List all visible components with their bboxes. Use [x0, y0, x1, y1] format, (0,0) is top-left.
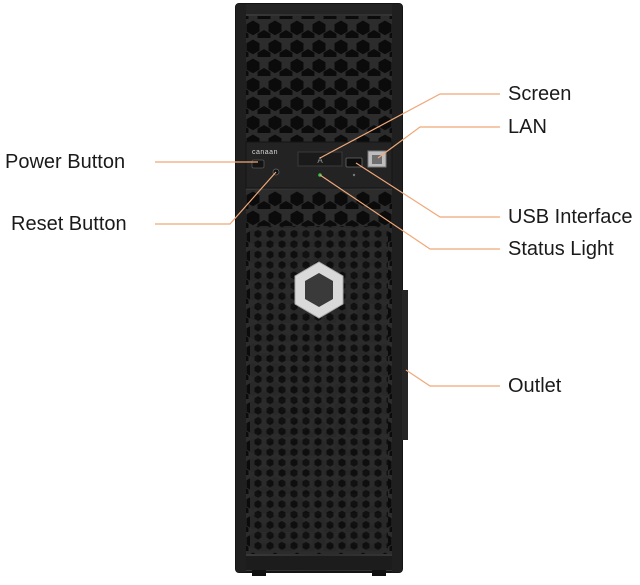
bottom-cap: [246, 556, 392, 570]
status-screen: [297, 151, 343, 167]
upper-mesh-grille: [246, 16, 392, 142]
leader-usb-interface: [355, 162, 500, 218]
front-emblem: [294, 261, 344, 319]
leader-outlet: [405, 369, 500, 387]
screen-glyph: A: [317, 156, 323, 165]
label-lan: LAN: [508, 116, 547, 138]
power-button[interactable]: [251, 159, 265, 169]
label-usb-interface: USB Interface: [508, 206, 633, 228]
foot-right: [372, 570, 386, 576]
side-rail-left: [236, 4, 246, 572]
label-power-button: Power Button: [5, 151, 126, 173]
leader-lan: [377, 126, 500, 159]
label-status-light: Status Light: [508, 238, 614, 260]
side-rail-right: [392, 4, 402, 572]
brand-logo: canaan: [252, 149, 278, 156]
foot-left: [252, 570, 266, 576]
side-outlet-strip: [402, 290, 408, 440]
leader-status-light: [319, 174, 500, 250]
emblem-inner: [305, 273, 333, 307]
label-screen: Screen: [508, 83, 572, 105]
top-cap: [246, 4, 392, 14]
control-panel: canaan A: [245, 141, 393, 189]
lan-port-socket: [372, 155, 382, 164]
label-reset-button: Reset Button: [11, 213, 127, 235]
label-outlet: Outlet: [508, 375, 562, 397]
leader-screen: [319, 93, 500, 159]
leader-reset-button: [155, 171, 277, 225]
leader-lines: [155, 93, 500, 387]
usb-indicator: [352, 173, 356, 177]
